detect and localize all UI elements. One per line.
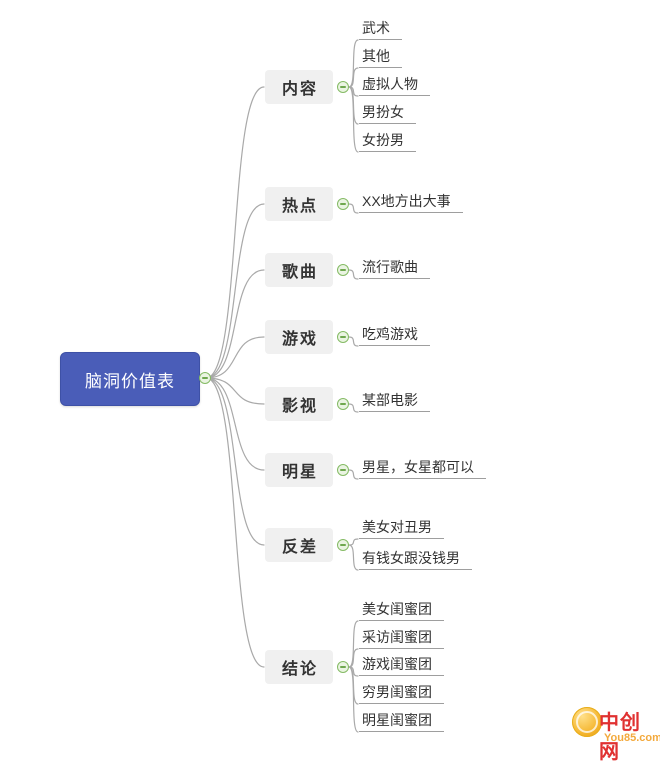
connector-root-song [205,269,265,379]
watermark-title: 中创网 [599,712,641,763]
branch-node-star[interactable]: 明星 [265,453,333,487]
minus-icon [340,336,346,338]
leaf-node[interactable]: 虚拟人物 [359,74,430,96]
leaf-node[interactable]: 武术 [359,18,402,40]
leaf-node[interactable]: 吃鸡游戏 [359,324,430,346]
connector-leaf [348,203,359,214]
connector-leaf [348,648,359,668]
leaf-node[interactable]: 明星闺蜜团 [359,710,444,732]
minus-icon [340,403,346,405]
connector-leaf [348,67,359,88]
watermark-subtitle: You85.com [604,732,660,744]
connector-leaf [348,620,359,668]
leaf-node[interactable]: 男星，女星都可以 [359,457,486,479]
leaf-node[interactable]: 穷男闺蜜团 [359,682,444,704]
connector-leaf [348,39,359,88]
connector-leaf [348,269,359,280]
leaf-node[interactable]: 其他 [359,46,402,68]
minus-icon [340,544,346,546]
leaf-node[interactable]: 采访闺蜜团 [359,627,444,649]
connector-root-conclusion [205,377,265,668]
branch-node-song[interactable]: 歌曲 [265,253,333,287]
connector-leaf [348,666,359,677]
collapse-button[interactable] [337,331,349,343]
minus-icon [202,377,208,379]
watermark-coin-icon [572,707,602,737]
collapse-button[interactable] [337,539,349,551]
root-node[interactable]: 脑洞价值表 [60,352,200,406]
connector-leaf [348,538,359,546]
minus-icon [340,469,346,471]
collapse-button[interactable] [337,398,349,410]
minus-icon [340,666,346,668]
leaf-node[interactable]: 流行歌曲 [359,257,430,279]
connector-leaf [348,666,359,705]
minus-icon [340,269,346,271]
connector-leaf [348,469,359,480]
connector-leaf [348,666,359,733]
collapse-button[interactable] [337,198,349,210]
leaf-node[interactable]: 有钱女跟没钱男 [359,548,472,570]
branch-node-conclusion[interactable]: 结论 [265,650,333,684]
connector-root-game [205,336,265,379]
branch-node-hotspot[interactable]: 热点 [265,187,333,221]
connector-leaf [348,86,359,153]
connector-root-content [205,86,265,379]
leaf-node[interactable]: 游戏闺蜜团 [359,654,444,676]
collapse-button[interactable] [337,264,349,276]
branch-node-game[interactable]: 游戏 [265,320,333,354]
connector-root-star [205,377,265,471]
branch-node-contrast[interactable]: 反差 [265,528,333,562]
collapse-button[interactable] [337,81,349,93]
leaf-node[interactable]: 男扮女 [359,102,416,124]
leaf-node[interactable]: 某部电影 [359,390,430,412]
collapse-button[interactable] [337,464,349,476]
branch-node-film[interactable]: 影视 [265,387,333,421]
connector-root-hotspot [205,203,265,379]
leaf-node[interactable]: 美女闺蜜团 [359,599,444,621]
leaf-node[interactable]: 美女对丑男 [359,517,444,539]
minus-icon [340,203,346,205]
leaf-node[interactable]: 女扮男 [359,130,416,152]
branch-node-content[interactable]: 内容 [265,70,333,104]
collapse-button-root[interactable] [199,372,211,384]
connector-leaf [348,336,359,347]
connector-leaf [348,544,359,571]
connector-leaf [348,403,359,413]
minus-icon [340,86,346,88]
connector-leaf [348,86,359,125]
connector-root-contrast [205,377,265,546]
connector-leaf [348,86,359,97]
connector-root-film [205,377,265,405]
leaf-node[interactable]: XX地方出大事 [359,191,463,213]
coin-ring-icon [576,711,598,733]
collapse-button[interactable] [337,661,349,673]
